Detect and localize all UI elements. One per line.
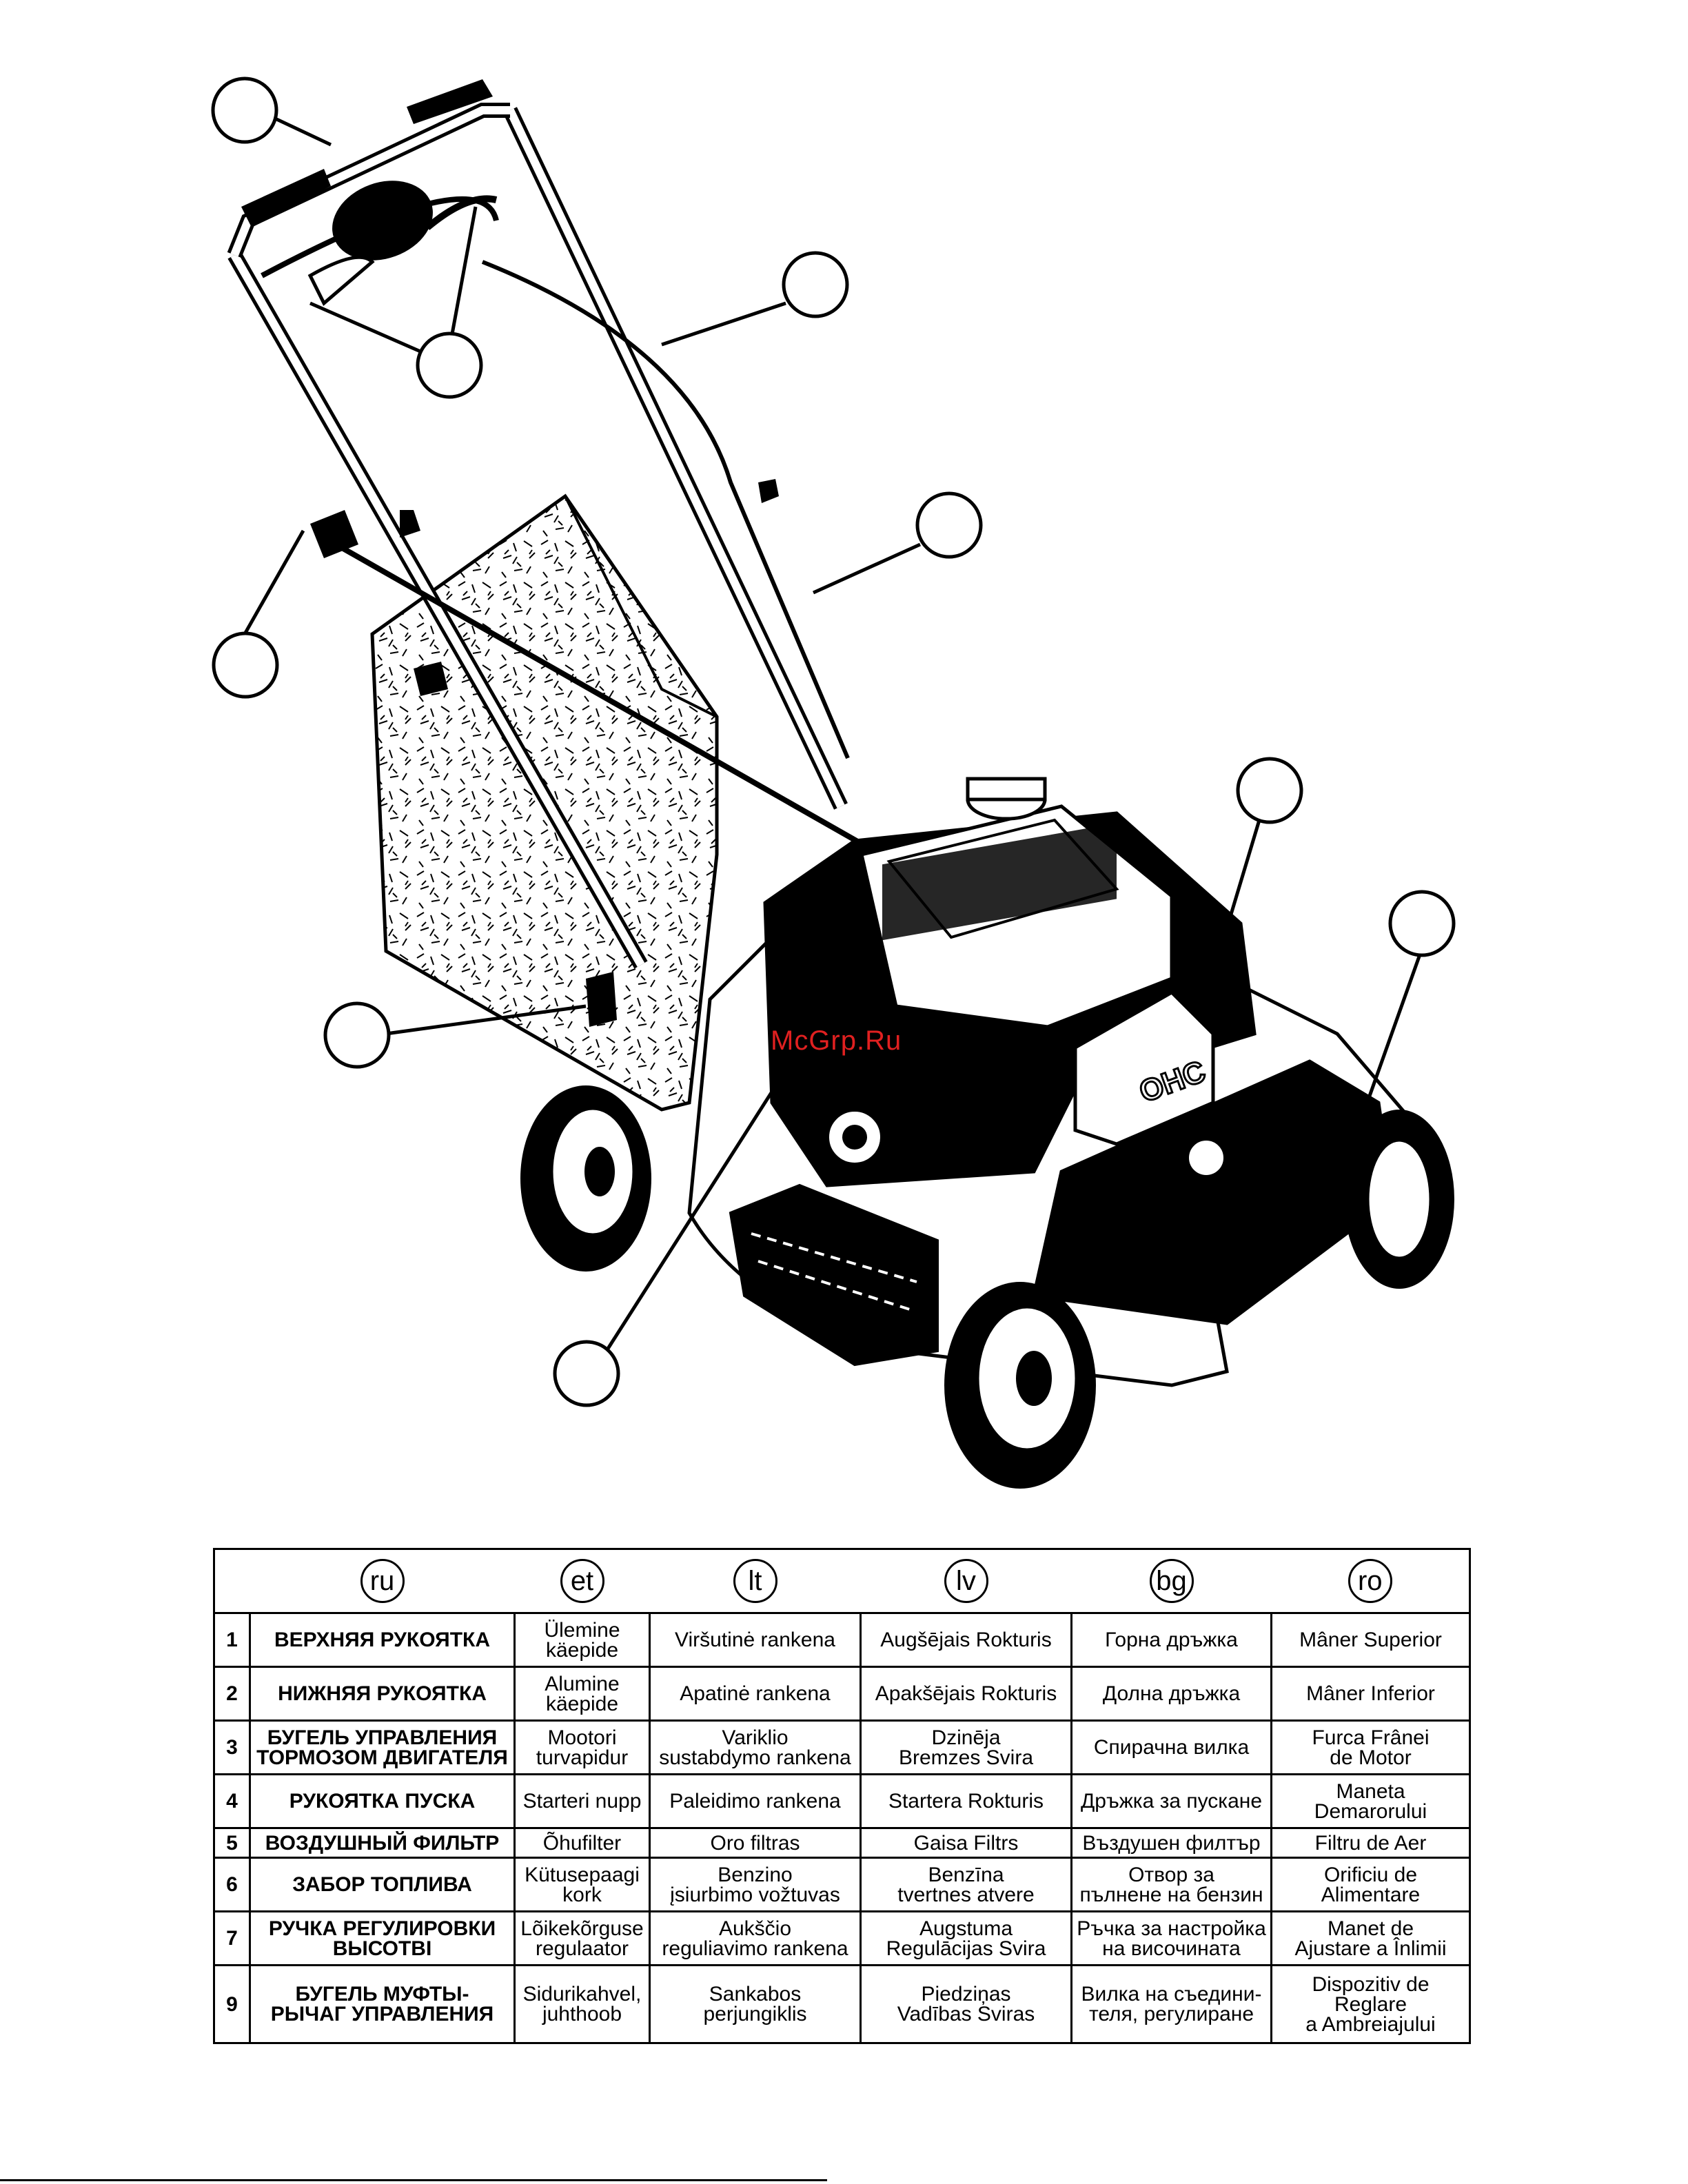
cell-lv: Augstuma Regulācijas Svira <box>860 1910 1072 1967</box>
cell-lt: Paleidimo rankena <box>649 1773 862 1829</box>
lang-lt: lt <box>649 1548 861 1614</box>
engine: OHC <box>763 777 1257 1187</box>
cell-ro: Mâner Inferior <box>1270 1666 1471 1722</box>
front-left-wheel <box>944 1282 1096 1489</box>
row-number: 9 <box>213 1964 251 2044</box>
cell-bg: Ръчка за настройка на височината <box>1070 1910 1272 1967</box>
cell-et: Mootori turvapidur <box>513 1719 651 1775</box>
cell-et: Sidurikahvel, juhthoob <box>513 1964 651 2044</box>
rear-left-wheel <box>520 1085 651 1272</box>
cell-ro: Maneta Demarorului <box>1270 1773 1471 1829</box>
cell-bg: Горна дръжка <box>1070 1612 1272 1668</box>
table-row: 1 ВЕРХНЯЯ РУКОЯТКА Ülemine käepide Viršu… <box>213 1612 1471 1668</box>
row-number: 6 <box>213 1857 251 1913</box>
cell-lv: Startera Rokturis <box>860 1773 1072 1829</box>
upper-handle-grip <box>241 79 498 306</box>
lang-et: et <box>514 1548 650 1614</box>
lang-ru: ru <box>250 1548 515 1614</box>
row-number: 3 <box>213 1719 251 1775</box>
cell-ro: Mâner Superior <box>1270 1612 1471 1668</box>
cell-ru: РУЧКА РЕГУЛИРОВКИ ВЫСОТВІ <box>249 1910 516 1967</box>
row-number: 4 <box>213 1773 251 1829</box>
cell-bg: Дръжка за пускане <box>1070 1773 1272 1829</box>
language-header-row: ru et lt lv bg ro <box>213 1548 1471 1614</box>
cell-ro: Filtru de Aer <box>1270 1826 1471 1859</box>
lawn-mower-illustration: OHC <box>211 76 1456 1489</box>
cell-bg: Отвор за пълнене на бензин <box>1070 1857 1272 1913</box>
table-row: 5 ВОЗДУШНЫЙ ФИЛЬТР Õhufilter Oro filtras… <box>213 1826 1471 1859</box>
cell-lv: Piedziņas Vadības Sviras <box>860 1964 1072 2044</box>
cell-lt: Sankabos perjungiklis <box>649 1964 862 2044</box>
cell-lt: Viršutinė rankena <box>649 1612 862 1668</box>
cell-ro: Furca Frânei de Motor <box>1270 1719 1471 1775</box>
callout-circles <box>211 76 1456 1407</box>
cell-et: Starteri nupp <box>513 1773 651 1829</box>
row-number: 5 <box>213 1826 251 1859</box>
cell-et: Alumine käepide <box>513 1666 651 1722</box>
table-row: 9 БУГЕЛЬ МУФТЫ- РЫЧАГ УПРАВЛЕНИЯ Sidurik… <box>213 1964 1471 2044</box>
cell-bg: Долна дръжка <box>1070 1666 1272 1722</box>
cell-ru: ВЕРХНЯЯ РУКОЯТКА <box>249 1612 516 1668</box>
cell-ru: РУКОЯТКА ПУСКА <box>249 1773 516 1829</box>
table-row: 7 РУЧКА РЕГУЛИРОВКИ ВЫСОТВІ Lõikekõrguse… <box>213 1910 1471 1967</box>
cell-lt: Aukščio reguliavimo rankena <box>649 1910 862 1967</box>
cell-ro: Manet de Ajustare a Înlimii <box>1270 1910 1471 1967</box>
cell-ru: ВОЗДУШНЫЙ ФИЛЬТР <box>249 1826 516 1859</box>
lang-lv: lv <box>860 1548 1072 1614</box>
watermark: McGrp.Ru <box>771 1025 902 1056</box>
cell-lv: Apakšējais Rokturis <box>860 1666 1072 1722</box>
cell-lv: Gaisa Filtrs <box>860 1826 1072 1859</box>
cell-ru: НИЖНЯЯ РУКОЯТКА <box>249 1666 516 1722</box>
handle-knobs <box>310 479 1385 1158</box>
cell-lt: Benzino įsiurbimo vožtuvas <box>649 1857 862 1913</box>
table-row: 2 НИЖНЯЯ РУКОЯТКА Alumine käepide Apatin… <box>213 1666 1471 1722</box>
cell-lv: Benzīna tvertnes atvere <box>860 1857 1072 1913</box>
page-bottom-rule <box>0 2179 827 2181</box>
lang-bg: bg <box>1071 1548 1272 1614</box>
cell-lt: Oro filtras <box>649 1826 862 1859</box>
cell-ro: Dispozitiv de Reglare a Ambreiajului <box>1270 1964 1471 2044</box>
cell-ru: БУГЕЛЬ МУФТЫ- РЫЧАГ УПРАВЛЕНИЯ <box>249 1964 516 2044</box>
parts-legend-table: ru et lt lv bg ro 1 ВЕРХНЯЯ РУКОЯТКА Üle… <box>213 1548 1471 2044</box>
lang-ro: ro <box>1271 1548 1471 1614</box>
cell-bg: Спирачна вилка <box>1070 1719 1272 1775</box>
row-number: 1 <box>213 1612 251 1668</box>
row-number: 7 <box>213 1910 251 1967</box>
cell-lt: Apatinė rankena <box>649 1666 862 1722</box>
cell-et: Kütusepaagi kork <box>513 1857 651 1913</box>
right-wheel <box>1344 1110 1454 1289</box>
cell-ru: ЗАБОР ТОПЛИВА <box>249 1857 516 1913</box>
cell-bg: Вилка на съедини- теля, регулиране <box>1070 1964 1272 2044</box>
cell-ro: Orificiu de Alimentare <box>1270 1857 1471 1913</box>
cell-bg: Въздушен филтър <box>1070 1826 1272 1859</box>
cell-et: Lõikekõrguse regulaator <box>513 1910 651 1967</box>
callout-leaders <box>243 115 1422 1352</box>
table-row: 6 ЗАБОР ТОПЛИВА Kütusepaagi kork Benzino… <box>213 1857 1471 1913</box>
table-row: 3 БУГЕЛЬ УПРАВЛЕНИЯ ТОРМОЗОМ ДВИГАТЕЛЯ M… <box>213 1719 1471 1775</box>
table-row: 4 РУКОЯТКА ПУСКА Starteri nupp Paleidimo… <box>213 1773 1471 1829</box>
cell-et: Õhufilter <box>513 1826 651 1859</box>
cell-et: Ülemine käepide <box>513 1612 651 1668</box>
row-number: 2 <box>213 1666 251 1722</box>
handle-frame <box>227 103 870 969</box>
cell-lv: Dzinēja Bremzes Svira <box>860 1719 1072 1775</box>
cell-lv: Augšējais Rokturis <box>860 1612 1072 1668</box>
cell-ru: БУГЕЛЬ УПРАВЛЕНИЯ ТОРМОЗОМ ДВИГАТЕЛЯ <box>249 1719 516 1775</box>
cell-lt: Variklio sustabdymo rankena <box>649 1719 862 1775</box>
